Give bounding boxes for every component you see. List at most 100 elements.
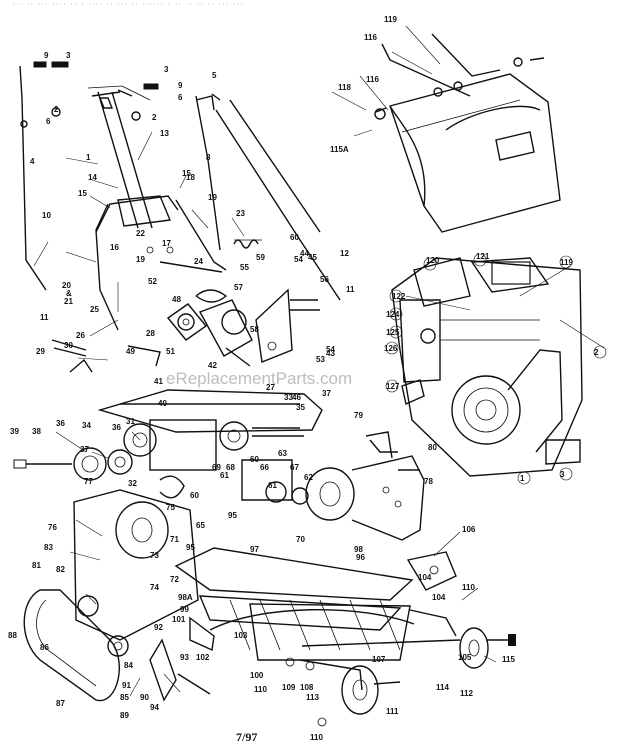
callout-label: 23 [236, 209, 245, 218]
callout-label: 107 [372, 655, 386, 664]
callout-label: 48 [172, 295, 181, 304]
callout-label: 4 [30, 157, 35, 166]
control-linkage [127, 261, 320, 367]
callout-label: 78 [424, 477, 433, 486]
callout-label: 1 [86, 153, 91, 162]
callout-label: 95 [186, 543, 195, 552]
callout-label: 75 [166, 503, 175, 512]
grass-catcher [374, 33, 561, 233]
callout-label: 115 [502, 655, 515, 664]
grip-piece [51, 61, 69, 68]
callout-label: 15 [78, 189, 87, 198]
callout-label: 85 [120, 693, 129, 702]
callout-label: 100 [250, 671, 264, 680]
callout-label: 11 [346, 285, 355, 294]
callout-label: 53 [316, 355, 325, 364]
grip-piece [143, 83, 159, 90]
callout-label: 2 [152, 113, 157, 122]
callout-label: 54 [294, 255, 303, 264]
callout-label: 56 [320, 275, 329, 284]
callout-label: 49 [126, 347, 135, 356]
callout-label: 113 [306, 693, 319, 702]
engine [365, 253, 607, 485]
callout-label: 16 [110, 243, 119, 252]
callout-label: 60 [190, 491, 199, 500]
left-drive [23, 475, 211, 702]
callout-label: 73 [150, 551, 159, 560]
handle-assembly [19, 61, 341, 373]
callout-label: 31 [126, 417, 135, 426]
callout-label: 86 [40, 643, 49, 652]
callout-label: 19 [136, 255, 145, 264]
callout-label: 37 [322, 389, 331, 398]
callout-label: 102 [196, 653, 210, 662]
callout-label: 80 [428, 443, 437, 452]
callout-label: 72 [170, 575, 179, 584]
callout-label: 95 [228, 511, 237, 520]
callout-label: 5 [212, 71, 217, 80]
callout-label: 90 [140, 693, 149, 702]
callout-label: 65 [196, 521, 205, 530]
callout-label: 104 [418, 573, 432, 582]
callout-label: 27 [266, 383, 275, 392]
callout-label: 41 [154, 377, 163, 386]
callout-label: 11 [0, 0, 9, 2]
callout-label: 7 [0, 0, 5, 2]
callout-label: 101 [172, 615, 186, 624]
callout-label: 9 [44, 51, 49, 60]
callout-label: 70 [296, 535, 305, 544]
watermark: eReplacementParts.com [166, 369, 352, 388]
callout-label: 118 [338, 83, 351, 92]
callout-label: 8 [0, 0, 5, 2]
callout-label: 57 [234, 283, 243, 292]
callout-label: 119 [560, 258, 573, 267]
callout-label: 6 [46, 117, 51, 126]
callout-label: 38 [32, 427, 41, 436]
callout-label: 55 [240, 263, 249, 272]
callout-label: 43 [326, 349, 335, 358]
callout-label: 96 [356, 553, 365, 562]
callout-label: 58 [250, 325, 259, 334]
callout-label: 42 [208, 361, 217, 370]
callout-label: 119 [384, 15, 397, 24]
callout-label: 35 [296, 403, 305, 412]
rollers [241, 439, 425, 541]
callout-label: 17 [162, 239, 171, 248]
callout-label: 98 [354, 545, 363, 554]
callout-label: 1 [520, 474, 525, 483]
callout-label: 40 [158, 399, 167, 408]
callout-label: 36 [56, 419, 65, 428]
callout-label: 122 [392, 292, 406, 301]
callout-label: 69 [212, 463, 221, 472]
callout-label: 2 [594, 348, 599, 357]
callout-label: 26 [76, 331, 85, 340]
callout-label: 127 [386, 382, 400, 391]
grip-piece [33, 61, 47, 68]
callout-label: 103 [234, 631, 248, 640]
callout-label: 30 [64, 341, 73, 350]
callout-label: 24 [194, 257, 203, 266]
callout-label: 52 [148, 277, 157, 286]
callout-label: 79 [354, 411, 363, 420]
callout-label: 104 [432, 593, 446, 602]
callout-label: 77 [84, 477, 93, 486]
callout-label: 106 [462, 525, 476, 534]
callout-label: 110 [254, 685, 267, 694]
callout-label: 4 [0, 0, 5, 2]
callout-label: 20 [62, 281, 71, 290]
callout-label: 126 [384, 344, 398, 353]
top-caption: ··· ·· ··· ···· ·· · ···· ·· ··· ·· ····… [12, 1, 243, 8]
callout-label: 44 [300, 249, 309, 258]
callout-label: 82 [56, 565, 65, 574]
callout-label: 60 [250, 455, 259, 464]
callout-label: 6 [178, 93, 183, 102]
callout-label: 84 [124, 661, 133, 670]
callout-label: 108 [300, 683, 314, 692]
callout-label: 87 [56, 699, 65, 708]
callout-label: 125 [386, 328, 400, 337]
callout-label: 114 [436, 683, 449, 692]
callout-label: 61 [268, 481, 277, 490]
callout-label: 12 [340, 249, 349, 258]
callout-label: 37 [80, 445, 89, 454]
